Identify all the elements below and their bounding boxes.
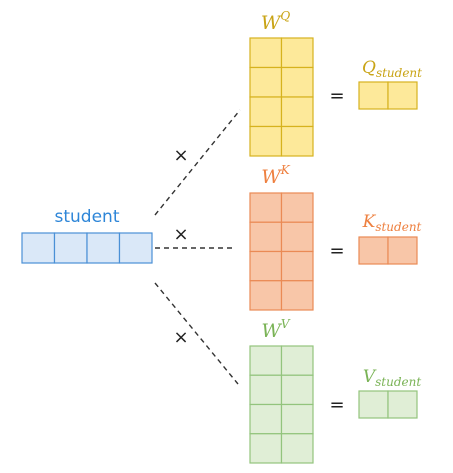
result-cell-v — [358, 390, 389, 419]
weight-cell-k — [280, 192, 314, 223]
weight-cell-q — [280, 125, 314, 157]
input-vector: student — [21, 207, 153, 264]
equals-symbol-q: = — [329, 86, 344, 107]
weight-cell-q — [249, 66, 283, 98]
result-cell-v — [387, 390, 418, 419]
result-cell-k — [358, 236, 389, 265]
weight-cell-v — [249, 345, 283, 376]
result-label-k: Kstudent — [362, 212, 422, 234]
weight-cell-v — [249, 433, 283, 464]
input-label: student — [55, 207, 120, 227]
weight-cell-k — [249, 250, 283, 282]
weight-cell-q — [249, 125, 283, 157]
weight-label-v: WV — [261, 317, 291, 342]
weight-cell-v — [280, 433, 314, 464]
weight-cell-v — [249, 374, 283, 406]
equals-symbol-v: = — [329, 395, 344, 416]
input-cell — [118, 232, 153, 264]
result-cell-k — [387, 236, 418, 265]
weight-cell-q — [280, 37, 314, 69]
input-cells — [21, 232, 153, 264]
weight-label-k: WK — [261, 163, 291, 188]
weight-cell-k — [249, 280, 283, 311]
weight-cell-q — [249, 96, 283, 128]
weight-cell-q — [280, 66, 314, 98]
weight-cell-v — [280, 374, 314, 406]
weight-cell-k — [280, 250, 314, 282]
weight-cell-k — [280, 280, 314, 311]
block-k: WK = Kstudent — [249, 163, 422, 311]
weight-cell-k — [249, 221, 283, 253]
result-cell-q — [387, 81, 418, 110]
result-label-q: Qstudent — [362, 58, 422, 80]
input-cell — [53, 232, 88, 264]
equals-symbol-k: = — [329, 241, 344, 262]
weight-cell-k — [280, 221, 314, 253]
weight-cell-v — [280, 345, 314, 376]
multiply-symbol-k: × — [173, 224, 188, 245]
weight-label-q: WQ — [261, 9, 291, 34]
result-cell-q — [358, 81, 389, 110]
multiply-symbol-q: × — [173, 145, 188, 166]
connector-v — [154, 282, 239, 385]
weight-cell-v — [280, 403, 314, 435]
weight-cell-q — [249, 37, 283, 69]
connector-q — [154, 109, 241, 216]
weight-cell-k — [249, 192, 283, 223]
input-cell — [86, 232, 121, 264]
weight-cell-q — [280, 96, 314, 128]
block-v: WV = Vstudent — [249, 317, 422, 464]
multiply-symbol-v: × — [173, 327, 188, 348]
connectors — [154, 109, 241, 385]
input-cell — [21, 232, 56, 264]
result-label-v: Vstudent — [363, 367, 422, 389]
weight-cell-v — [249, 403, 283, 435]
block-q: WQ = Qstudent — [249, 9, 422, 157]
